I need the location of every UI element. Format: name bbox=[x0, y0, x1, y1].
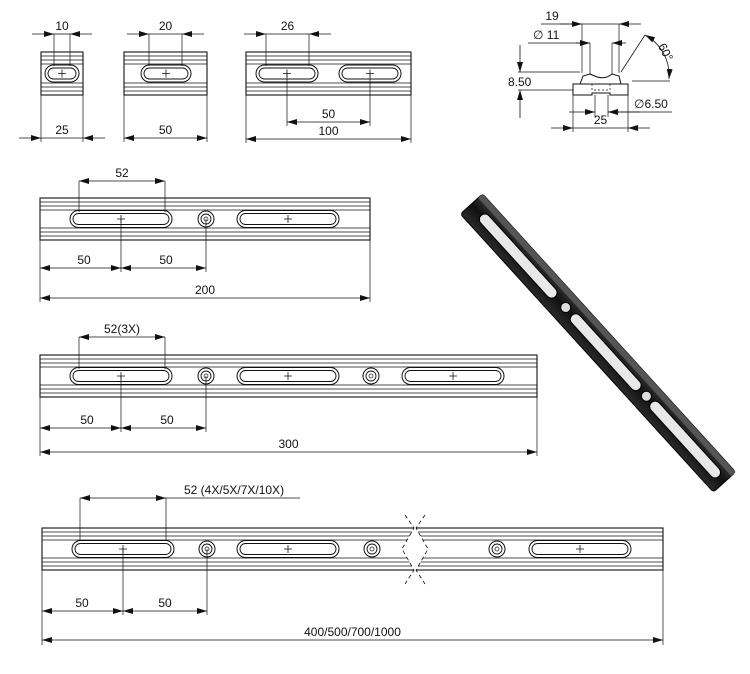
slot-inner bbox=[143, 67, 189, 80]
rail-outline bbox=[245, 51, 412, 96]
hidden-line bbox=[591, 84, 611, 91]
rail-long bbox=[41, 527, 664, 571]
rail-25 bbox=[40, 51, 84, 96]
rail-outline bbox=[39, 197, 371, 241]
center-mark bbox=[284, 215, 292, 223]
center-mark bbox=[162, 69, 170, 78]
slot-inner bbox=[239, 213, 337, 225]
dimension-label: 20 bbox=[159, 19, 173, 33]
center-mark bbox=[284, 545, 292, 553]
dimension-label: 26 bbox=[281, 19, 295, 33]
slot-outer bbox=[236, 210, 340, 228]
hole-center bbox=[369, 546, 375, 552]
hole-center bbox=[368, 373, 374, 379]
dimension-label: 100 bbox=[318, 124, 338, 138]
center-mark bbox=[284, 372, 292, 380]
dimension-label: ∅ 11 bbox=[533, 28, 560, 42]
dimension-label: 52 bbox=[115, 166, 129, 180]
hole-inner bbox=[491, 543, 503, 555]
dimension-label: 19 bbox=[545, 9, 559, 23]
profile-outline bbox=[572, 73, 629, 96]
slot-outer bbox=[236, 367, 340, 385]
dimension-label: 52 (4X/5X/7X/10X) bbox=[184, 483, 284, 497]
slot-inner bbox=[239, 543, 337, 555]
angle-arc bbox=[644, 34, 673, 80]
rail-3d-hole bbox=[640, 390, 652, 402]
rail-3d-edge bbox=[478, 193, 736, 476]
dimension-label: 50 bbox=[159, 253, 173, 267]
dimension-label: 10 bbox=[55, 19, 69, 33]
dimension-label: 50 bbox=[158, 596, 172, 610]
slot-inner bbox=[404, 370, 502, 382]
center-mark bbox=[58, 69, 66, 78]
rail-100 bbox=[245, 51, 412, 96]
break-line bbox=[415, 514, 429, 585]
slot-inner bbox=[531, 543, 629, 555]
dimension-label: 50 bbox=[322, 107, 336, 121]
cross-section-profile bbox=[572, 73, 629, 96]
dimension-label: 400/500/700/1000 bbox=[304, 625, 401, 639]
hole-outer bbox=[362, 367, 380, 385]
rail-3d-view bbox=[461, 193, 736, 492]
hole-outer bbox=[363, 540, 381, 558]
dimension-label: ∅6.50 bbox=[634, 97, 668, 111]
dimension-label: 50 bbox=[80, 413, 94, 427]
slot-outer bbox=[528, 540, 632, 558]
dimension-label: 25 bbox=[594, 113, 608, 127]
hole-inner bbox=[366, 543, 378, 555]
dimension-label: 200 bbox=[195, 283, 215, 297]
center-mark bbox=[576, 545, 584, 553]
rail-3d-hole bbox=[560, 301, 572, 313]
dimension-label: 52(3X) bbox=[104, 322, 140, 336]
rail-200 bbox=[39, 197, 371, 241]
break-line bbox=[401, 514, 415, 585]
dimension-label: 8.50 bbox=[508, 75, 532, 89]
rail-outline bbox=[41, 527, 664, 571]
dimension-label: 25 bbox=[55, 123, 69, 137]
rail-50 bbox=[123, 51, 208, 96]
dimension-label: 50 bbox=[159, 123, 173, 137]
slot-outer bbox=[401, 367, 505, 385]
extension-line bbox=[620, 34, 646, 73]
hole-inner bbox=[365, 370, 377, 382]
dimension-label: 50 bbox=[75, 596, 89, 610]
slot-outer bbox=[44, 64, 80, 83]
hole-center bbox=[494, 546, 500, 552]
angle-label: 60° bbox=[655, 41, 676, 64]
hole-outer bbox=[488, 540, 506, 558]
rail-300 bbox=[39, 354, 538, 398]
dimension-label: 50 bbox=[77, 253, 91, 267]
slot-outer bbox=[140, 64, 192, 83]
rail-3d-slot bbox=[478, 213, 558, 299]
center-mark bbox=[449, 372, 457, 380]
break-gap bbox=[402, 515, 428, 584]
rail-3d-slot bbox=[649, 400, 722, 479]
slot-outer bbox=[236, 540, 340, 558]
slot-inner bbox=[239, 370, 337, 382]
rail-3d-slot bbox=[569, 313, 642, 392]
dimension-label: 300 bbox=[278, 437, 298, 451]
dimension-label: 50 bbox=[160, 413, 174, 427]
slot-inner bbox=[47, 67, 77, 80]
